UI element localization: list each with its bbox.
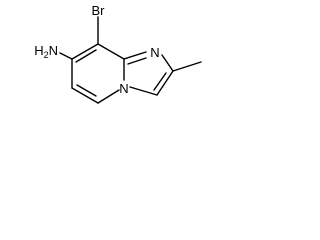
chemical-structure: Br H2N N N <box>34 3 202 104</box>
bond-c3-n4 <box>129 86 158 96</box>
amine-n-symbol: N <box>49 43 58 58</box>
bond-c5-n4 <box>97 89 120 104</box>
atom-br: Br <box>92 3 106 18</box>
bond-c2-c3 <box>156 70 174 96</box>
bond-n1-c2 <box>161 54 174 72</box>
bond-c6-c5 <box>71 87 99 104</box>
bond-c2-methyl <box>172 61 202 72</box>
bond-layer <box>59 16 202 104</box>
atom-n1: N <box>150 45 159 60</box>
atom-n4: N <box>119 81 128 96</box>
bond-c8-c7 <box>71 43 99 60</box>
bond-c6-c5-inner <box>76 84 97 97</box>
bond-c7-nh2 <box>59 52 73 60</box>
atom-label-layer: Br H2N N N <box>34 3 159 96</box>
amine-h-count: 2 <box>44 50 49 60</box>
bond-c8-c7-inner <box>75 49 97 63</box>
bond-c8a-n1-inner <box>127 57 147 65</box>
bond-c8a-n1 <box>123 51 147 60</box>
bond-c8a-c8 <box>97 43 125 60</box>
bond-c2-c3-inner <box>153 72 167 91</box>
amine-h-symbol: H <box>34 43 43 58</box>
atom-nh2: H2N <box>34 43 58 60</box>
